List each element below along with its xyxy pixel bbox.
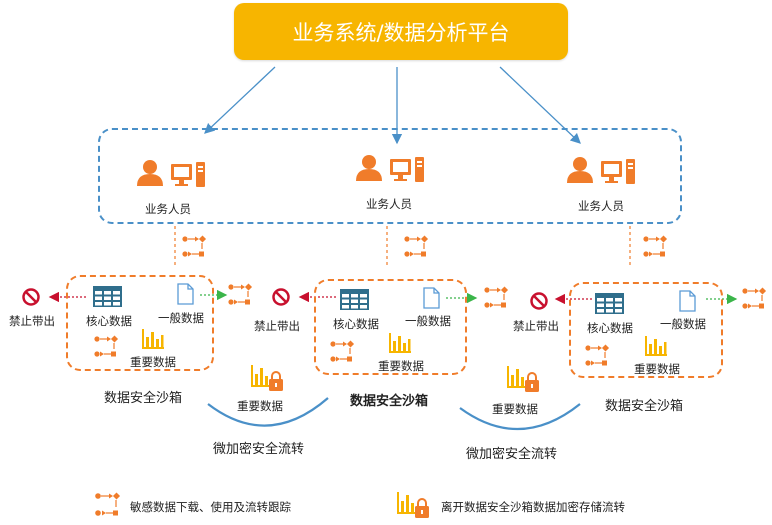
- table-icon: [595, 293, 624, 314]
- flow-arc-1: [207, 397, 329, 427]
- tracking-icon: [742, 287, 767, 309]
- tracking-icon: [404, 235, 429, 257]
- bar-chart-icon: [389, 333, 411, 353]
- user-label: 业务人员: [578, 199, 624, 213]
- sandbox-name: 数据安全沙箱: [350, 394, 429, 409]
- important-data-label: 重要数据: [634, 362, 680, 376]
- tracking-icon: [228, 283, 253, 305]
- tracking-icon: [330, 340, 355, 362]
- transfer-data-label: 重要数据: [492, 402, 538, 416]
- tracking-icon: [585, 344, 610, 366]
- person-icon: [137, 160, 163, 186]
- users-group: [98, 128, 682, 224]
- transfer-data-label: 重要数据: [237, 399, 283, 413]
- table-icon: [340, 289, 369, 310]
- document-icon: [423, 287, 440, 309]
- computer-icon: [390, 157, 424, 182]
- legend-encrypted-label: 离开数据安全沙箱数据加密存储流转: [441, 500, 625, 514]
- person-icon: [356, 155, 382, 181]
- core-data-label: 核心数据: [86, 314, 132, 328]
- no-entry-icon: [530, 292, 548, 310]
- user-label: 业务人员: [366, 197, 412, 211]
- sandbox-box-1: [66, 275, 214, 371]
- connector-arrow-right: [499, 66, 581, 144]
- flow-label: 微加密安全流转: [466, 447, 558, 462]
- important-data-label: 重要数据: [378, 359, 424, 373]
- encrypted-data-icon: [251, 365, 283, 391]
- important-data-label: 重要数据: [130, 355, 176, 369]
- tracking-icon: [643, 235, 668, 257]
- forbid-label: 禁止带出: [254, 319, 300, 333]
- bar-chart-icon: [142, 329, 164, 349]
- encrypted-data-icon: [397, 492, 429, 518]
- table-icon: [93, 286, 122, 307]
- document-icon: [177, 283, 194, 305]
- encrypted-data-icon: [507, 366, 539, 392]
- sandbox-box-2: [314, 279, 467, 375]
- no-entry-icon: [272, 288, 290, 306]
- tracking-icon: [94, 335, 119, 357]
- forbid-label: 禁止带出: [9, 314, 55, 328]
- bar-chart-icon: [645, 336, 667, 356]
- no-entry-icon: [22, 288, 40, 306]
- core-data-label: 核心数据: [587, 321, 633, 335]
- sandbox-box-3: [569, 282, 723, 378]
- flow-label: 微加密安全流转: [213, 442, 305, 457]
- general-data-label: 一般数据: [158, 311, 204, 325]
- tracking-icon: [95, 492, 121, 516]
- document-icon: [679, 290, 696, 312]
- tracking-icon: [182, 235, 207, 257]
- forbid-label: 禁止带出: [513, 319, 559, 333]
- general-data-label: 一般数据: [660, 317, 706, 331]
- computer-icon: [171, 162, 205, 187]
- computer-icon: [601, 159, 635, 184]
- core-data-label: 核心数据: [333, 317, 379, 331]
- platform-box: 业务系统/数据分析平台: [234, 3, 568, 60]
- legend-tracking-label: 敏感数据下载、使用及流转跟踪: [130, 500, 291, 514]
- tracking-icon: [484, 286, 509, 308]
- platform-title: 业务系统/数据分析平台: [292, 20, 510, 45]
- general-data-label: 一般数据: [405, 314, 451, 328]
- flow-arc-2: [459, 403, 581, 431]
- sandbox-name: 数据安全沙箱: [605, 399, 684, 414]
- sandbox-name: 数据安全沙箱: [104, 391, 183, 406]
- user-label: 业务人员: [145, 202, 191, 216]
- person-icon: [567, 157, 593, 183]
- connector-arrow-left: [204, 66, 276, 134]
